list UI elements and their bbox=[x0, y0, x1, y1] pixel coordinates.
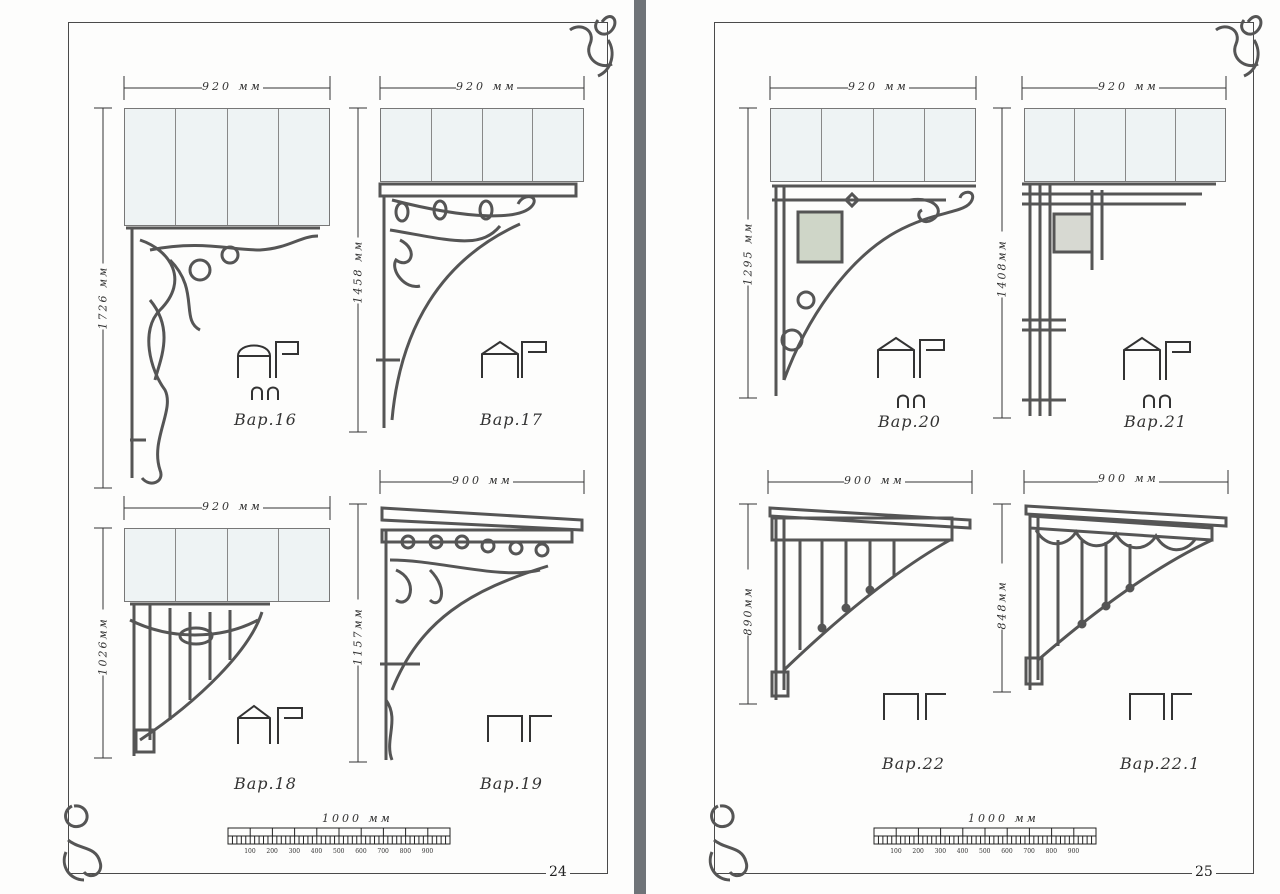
catalog-page-left: 920 мм 1726 мм Вар.16 920 мм 1458 мм bbox=[0, 0, 634, 894]
profile-icons-var16 bbox=[237, 341, 299, 400]
width-label-var22-1: 900 мм bbox=[1098, 472, 1159, 485]
width-label-var16: 920 мм bbox=[202, 80, 263, 93]
scale-bar bbox=[227, 827, 451, 845]
canopy-roof-var17 bbox=[380, 108, 584, 182]
width-label-var17: 920 мм bbox=[456, 80, 517, 93]
canopy-roof-var18 bbox=[124, 528, 330, 602]
profile-icons-var20 bbox=[877, 336, 945, 408]
profile-icons-var19 bbox=[487, 715, 552, 742]
scale-tick-label: 400 bbox=[310, 848, 323, 855]
canopy-roof-var16 bbox=[124, 108, 330, 226]
width-label-var21: 920 мм bbox=[1098, 80, 1159, 93]
profile-icons-var17 bbox=[481, 340, 547, 378]
bracket-drawing-var19 bbox=[380, 506, 584, 761]
scale-tick-label: 600 bbox=[1001, 848, 1013, 855]
width-label-var19: 900 мм bbox=[452, 474, 513, 487]
variant-label-var21: Вар.21 bbox=[1124, 412, 1187, 431]
corner-ornament-top-right bbox=[1215, 15, 1263, 78]
scale-tick-label: 600 bbox=[355, 848, 367, 855]
width-label-var22: 900 мм bbox=[844, 474, 905, 487]
bracket-drawing-var20 bbox=[772, 184, 976, 396]
variant-label-var19: Вар.19 bbox=[480, 774, 543, 793]
scale-tick-label: 800 bbox=[1045, 848, 1058, 855]
scale-tick-label: 300 bbox=[288, 848, 301, 855]
variant-label-var22-1: Вар.22.1 bbox=[1120, 754, 1201, 773]
bracket-drawing-var18 bbox=[129, 602, 270, 756]
page-number: 24 bbox=[546, 864, 570, 880]
scale-tick-label: 100 bbox=[244, 848, 256, 855]
profile-icons-var22-1 bbox=[1129, 693, 1192, 720]
variant-label-var22: Вар.22 bbox=[882, 754, 945, 773]
profile-icons-var22 bbox=[883, 693, 946, 720]
page-number: 25 bbox=[1192, 864, 1216, 880]
variant-label-var18: Вар.18 bbox=[234, 774, 297, 793]
scale-tick-label: 200 bbox=[912, 848, 924, 855]
profile-icons-var18 bbox=[237, 704, 303, 744]
corner-ornament-bottom-left bbox=[708, 804, 749, 882]
corner-ornament-top-right bbox=[569, 15, 617, 78]
scale-tick-label: 400 bbox=[956, 848, 969, 855]
width-label-var18: 920 мм bbox=[202, 500, 263, 513]
scale-tick-label: 300 bbox=[934, 848, 947, 855]
variant-label-var17: Вар.17 bbox=[480, 410, 543, 429]
bracket-drawing-var16 bbox=[126, 226, 320, 485]
variant-label-var16: Вар.16 bbox=[234, 410, 297, 429]
scale-tick-label: 500 bbox=[979, 848, 991, 855]
bracket-drawing-var21 bbox=[1022, 182, 1216, 416]
corner-ornament-bottom-left bbox=[62, 804, 103, 882]
bracket-drawing-var22 bbox=[768, 506, 972, 700]
scale-label: 1000 мм bbox=[968, 812, 1039, 825]
scale-tick-label: 700 bbox=[1023, 848, 1035, 855]
scale-tick-label: 800 bbox=[399, 848, 412, 855]
scale-tick-label: 900 bbox=[1067, 848, 1080, 855]
scale-tick-label: 500 bbox=[333, 848, 345, 855]
page-frame bbox=[714, 22, 1254, 874]
variant-label-var20: Вар.20 bbox=[878, 412, 941, 431]
profile-icons-var21 bbox=[1123, 336, 1191, 408]
canopy-roof-var21 bbox=[1024, 108, 1226, 182]
scale-bar bbox=[873, 827, 1097, 845]
canopy-roof-var20 bbox=[770, 108, 976, 182]
scale-tick-label: 700 bbox=[377, 848, 389, 855]
scale-label: 1000 мм bbox=[322, 812, 393, 825]
scale-tick-label: 900 bbox=[421, 848, 434, 855]
page-frame bbox=[68, 22, 608, 874]
catalog-page-right: 920 мм 1295 мм Вар.20 920 мм 140 bbox=[646, 0, 1280, 894]
bracket-drawing-var22-1 bbox=[1024, 504, 1228, 690]
bracket-drawing-var17 bbox=[376, 182, 578, 428]
scale-tick-label: 200 bbox=[266, 848, 278, 855]
width-label-var20: 920 мм bbox=[848, 80, 909, 93]
scale-tick-label: 100 bbox=[890, 848, 902, 855]
